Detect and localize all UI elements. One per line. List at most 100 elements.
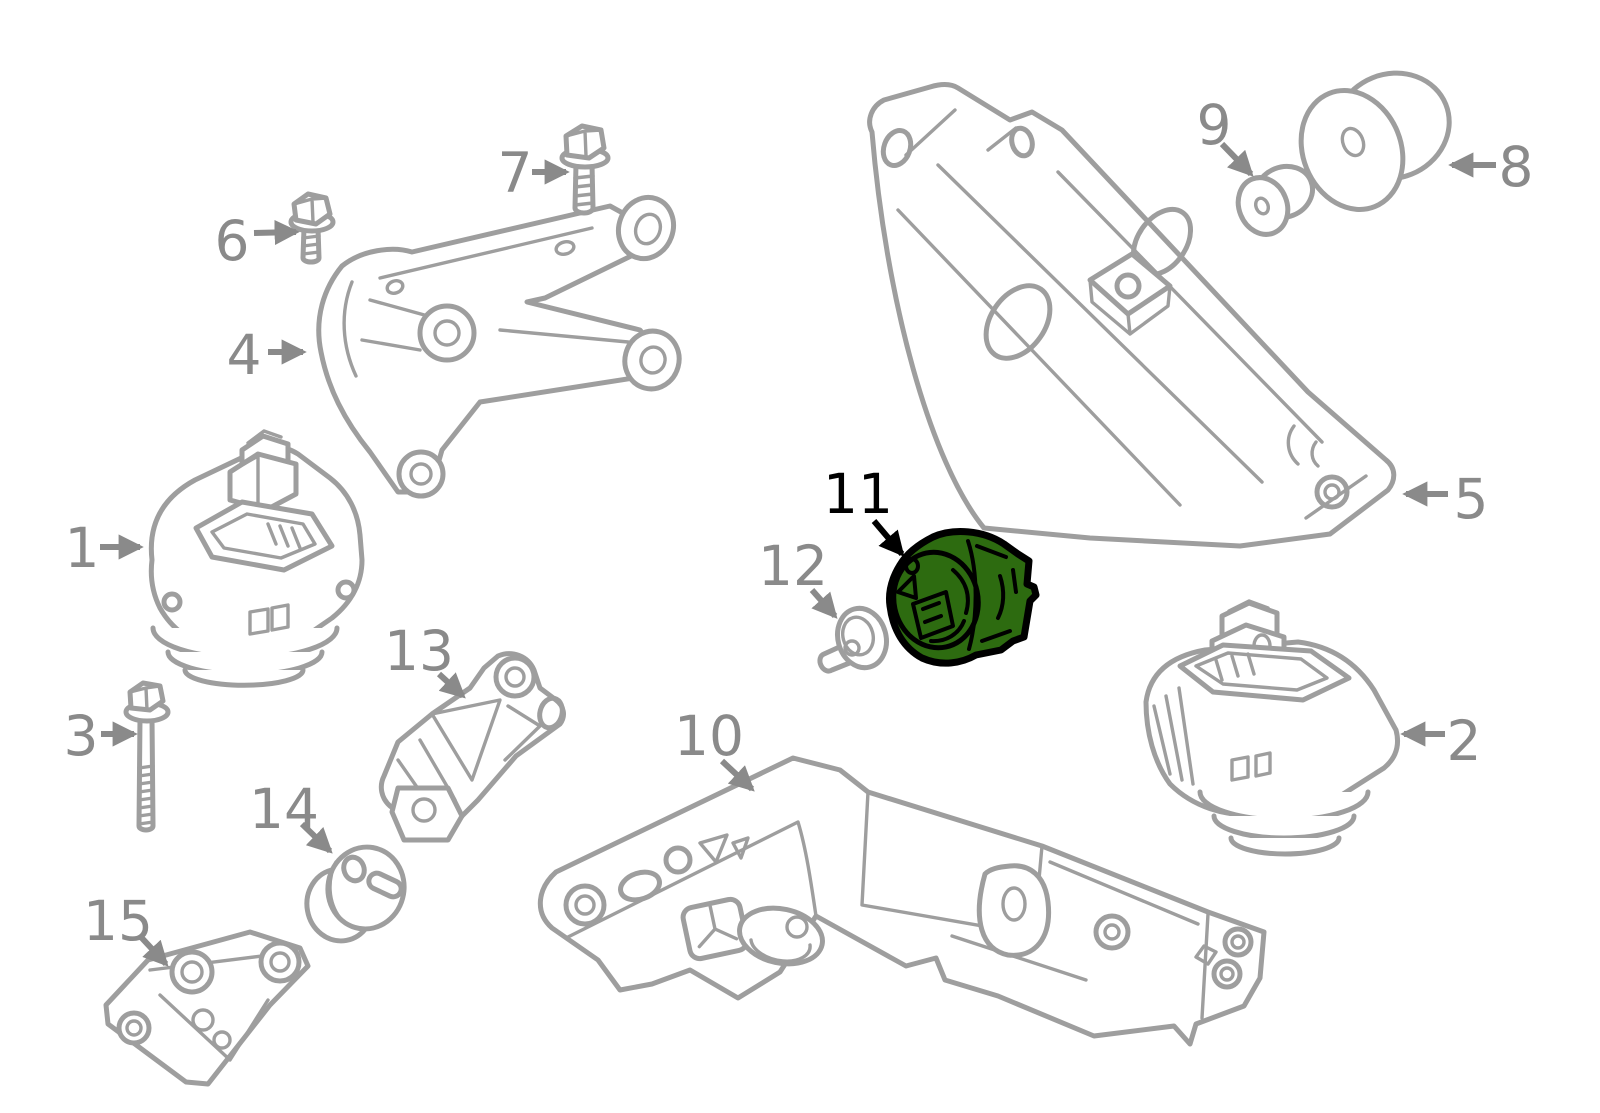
part-8-face — [1298, 88, 1406, 212]
part-15-center-hole — [191, 1008, 215, 1032]
callout-5[interactable]: 5 — [1402, 467, 1489, 531]
part-10-diamond-cutout — [1194, 944, 1218, 966]
part-3-long-bolt[interactable] — [123, 680, 171, 833]
part-4-support-arm[interactable] — [316, 190, 686, 499]
callout-13-arrow — [436, 671, 466, 699]
part-14-grommet[interactable] — [301, 841, 410, 946]
part-10-plate-ring — [1222, 926, 1254, 958]
callout-9-number: 9 — [1197, 93, 1232, 157]
part-15-bushing-hole — [125, 1019, 143, 1037]
callout-3[interactable]: 3 — [64, 704, 138, 768]
part-5-corner-ring — [1314, 474, 1350, 510]
part-6-hex-facets — [292, 196, 328, 224]
part-5-kidney-slots — [1286, 424, 1320, 468]
part-15-bushing — [169, 949, 215, 995]
part-7-bolt[interactable] — [559, 123, 611, 216]
part-8-center-hole — [1340, 126, 1366, 158]
callout-13-number: 13 — [384, 619, 454, 683]
part-5-center-pad-side — [1088, 278, 1172, 336]
callout-12-number: 12 — [758, 534, 828, 598]
callout-9[interactable]: 9 — [1197, 93, 1254, 177]
part-4-outline — [316, 203, 675, 495]
part-13-oval-hole — [537, 695, 565, 731]
part-14-fold — [328, 860, 342, 920]
callout-6-arrow — [253, 219, 300, 246]
callout-2[interactable]: 2 — [1400, 709, 1482, 773]
part-13-bushing-hole — [504, 666, 526, 688]
part-11-face-details — [896, 557, 970, 644]
part-2-frame-hatch — [1214, 652, 1256, 682]
callout-11-highlighted[interactable]: 11 — [823, 462, 905, 557]
callout-6-number: 6 — [215, 209, 250, 273]
part-10-mount-ring — [785, 915, 809, 939]
callout-11-arrow — [871, 519, 905, 557]
part-10-crossmember[interactable] — [537, 755, 1267, 1047]
part-5-pad-hole — [1114, 272, 1142, 300]
part-14-hole — [341, 854, 367, 884]
part-10-arm-ring-inner — [1103, 923, 1121, 941]
part-1-engine-mount[interactable] — [148, 429, 365, 688]
part-4-bushing — [616, 194, 676, 262]
part-3-hex-facets — [128, 684, 162, 712]
part-11-body — [886, 528, 1040, 667]
part-10-hole — [663, 845, 693, 875]
callout-7[interactable]: 7 — [498, 141, 570, 205]
callout-15[interactable]: 15 — [83, 889, 169, 967]
part-2-struts — [1152, 686, 1195, 786]
part-4-center-bushing — [417, 303, 477, 363]
part-11-drum-lines — [966, 539, 1018, 651]
part-4-bushing-hole — [639, 345, 667, 375]
part-1-frame — [193, 499, 335, 573]
part-1-pegs — [248, 603, 290, 636]
part-10-oval-hole — [618, 869, 662, 903]
callout-6[interactable]: 6 — [215, 209, 300, 273]
part-13-bushing — [493, 655, 537, 699]
part-12-stud-pin[interactable] — [817, 603, 893, 674]
part-9-face — [1235, 175, 1291, 237]
part-1-rubber-stack — [182, 667, 306, 688]
callout-10-number: 10 — [674, 704, 744, 768]
callout-8[interactable]: 8 — [1448, 135, 1534, 199]
part-5-gearbox-bracket[interactable] — [867, 82, 1397, 549]
part-7-threads — [573, 174, 595, 207]
callout-12-arrow — [809, 588, 838, 619]
part-2-engine-mount[interactable] — [1143, 599, 1400, 857]
callout-4-number: 4 — [227, 323, 262, 387]
part-1-top-cap — [246, 429, 283, 445]
callout-11-number: 11 — [823, 462, 893, 526]
part-10-mount-oval — [737, 905, 825, 967]
callout-1[interactable]: 1 — [65, 516, 144, 580]
part-9-center-hole — [1253, 196, 1271, 216]
part-15-small-ring — [212, 1030, 232, 1050]
part-1-frame-hatch — [266, 522, 302, 550]
part-6-bolt[interactable] — [288, 191, 336, 265]
part-4-detail-lines — [342, 226, 630, 378]
callout-4[interactable]: 4 — [227, 323, 307, 387]
part-8-damper-disc[interactable] — [1284, 56, 1466, 225]
callout-12[interactable]: 12 — [758, 534, 838, 619]
part-15-bushing-hole — [180, 960, 204, 984]
part-15-bushing — [116, 1010, 152, 1046]
part-11-transmission-mount-highlighted[interactable] — [885, 528, 1040, 667]
part-5-corner-hole — [880, 128, 914, 168]
part-12-hub — [843, 639, 861, 657]
callout-10-arrow — [719, 758, 755, 792]
part-3-threads — [137, 764, 155, 826]
callout-14[interactable]: 14 — [249, 777, 333, 854]
callout-15-arrow — [137, 933, 169, 967]
callout-14-number: 14 — [249, 777, 319, 841]
part-10-mount-oval-inner — [749, 938, 812, 963]
part-13-bracket[interactable] — [378, 651, 566, 843]
callout-2-number: 2 — [1447, 709, 1482, 773]
callout-10[interactable]: 10 — [674, 704, 755, 792]
part-10-plate-ring — [1211, 958, 1243, 990]
callout-3-number: 3 — [64, 704, 99, 768]
part-15-bushing-hole — [269, 951, 291, 973]
part-9-damper-disc[interactable] — [1230, 158, 1320, 242]
part-2-rubber-stack — [1228, 835, 1342, 857]
part-15-bracket-plate[interactable] — [103, 929, 311, 1087]
part-12-washer-inner — [840, 615, 876, 657]
part-13-foot-hole — [411, 797, 437, 823]
callout-14-arrow — [299, 821, 333, 854]
callout-13[interactable]: 13 — [384, 619, 466, 699]
